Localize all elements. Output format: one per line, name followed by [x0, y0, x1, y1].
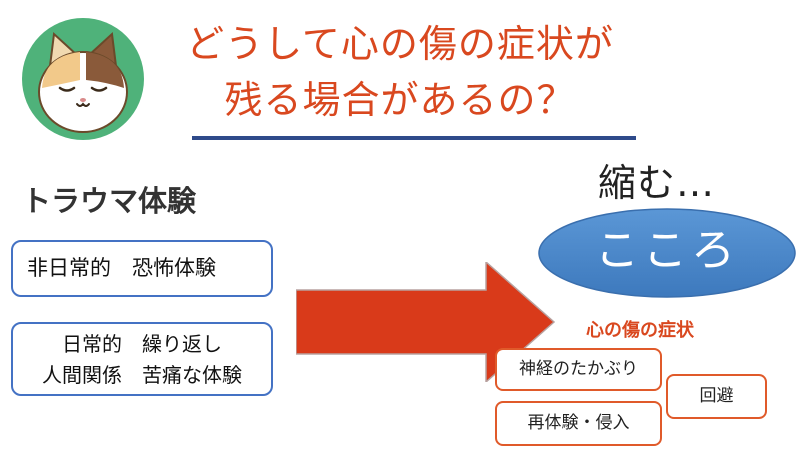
title-line-1: どうして心の傷の症状が [186, 22, 614, 66]
experience-text: 非日常的 恐怖体験 [27, 256, 216, 280]
experience-text-line-1: 日常的 繰り返し [62, 332, 222, 356]
cat-face-icon [38, 31, 128, 133]
trauma-heading: トラウマ体験 [22, 184, 197, 218]
experience-box-extraordinary: 非日常的 恐怖体験 [11, 240, 273, 297]
experience-box-everyday: 日常的 繰り返し 人間関係 苦痛な体験 [11, 322, 273, 396]
symptom-text: 再体験・侵入 [527, 413, 630, 433]
cat-avatar [22, 18, 144, 140]
heart-ellipse-shape [538, 208, 796, 298]
shrinks-label: 縮む… [598, 161, 716, 205]
title-underline [192, 136, 636, 140]
heart-label: こころ [595, 225, 739, 276]
symptoms-heading: 心の傷の症状 [586, 320, 694, 341]
symptom-box-avoidance: 回避 [666, 374, 767, 419]
heart-ellipse: こころ [537, 207, 797, 299]
title-line-2: 残る場合があるの？ [224, 78, 576, 122]
experience-text-line-2: 人間関係 苦痛な体験 [42, 363, 242, 387]
symptom-box-reexperiencing: 再体験・侵入 [495, 401, 662, 446]
symptom-text: 回避 [699, 386, 734, 406]
symptom-text: 神経のたかぶり [519, 359, 638, 379]
page-title: どうして心の傷の症状が 残る場合があるの？ [160, 16, 640, 128]
symptom-box-hyperarousal: 神経のたかぶり [495, 348, 662, 391]
